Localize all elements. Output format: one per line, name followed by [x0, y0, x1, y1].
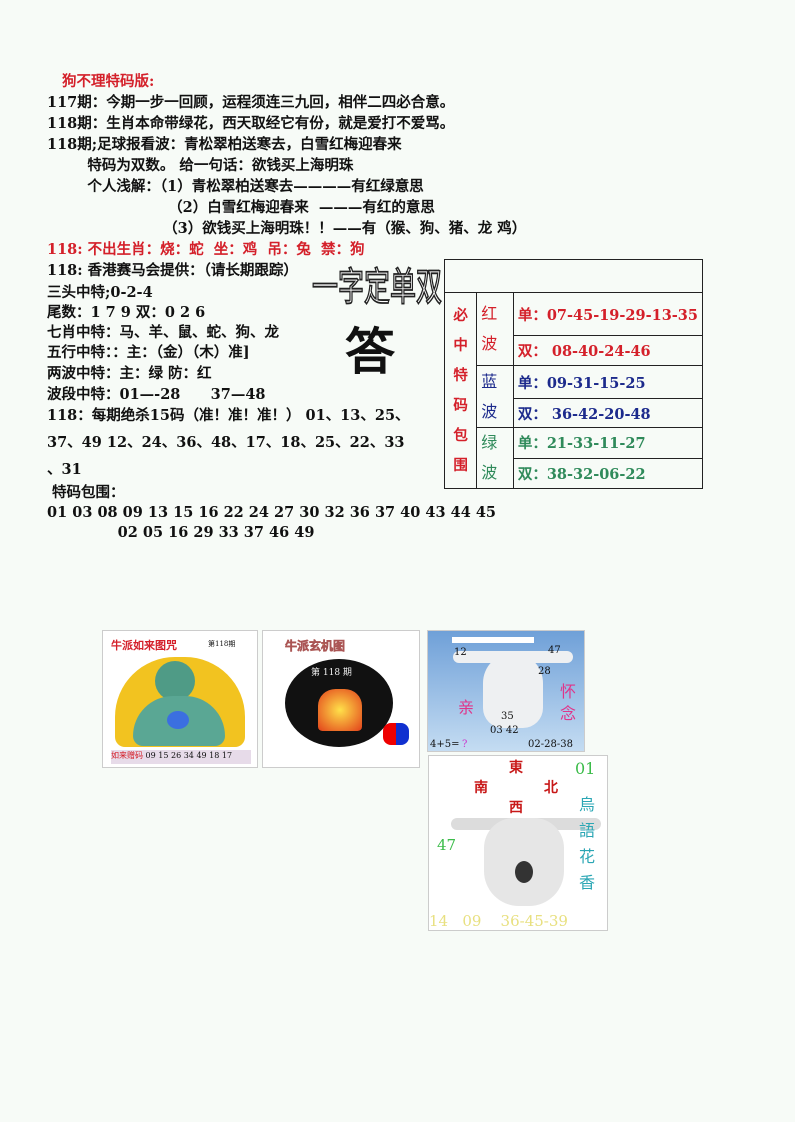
direction-north: 北: [544, 780, 558, 796]
text-line: （2）白雪红梅迎春来 ———有红的意思: [47, 199, 435, 216]
green-odd: 单：21-33-11-27: [512, 427, 704, 459]
fire-title: 牛派玄机图: [285, 639, 346, 654]
fire-icon: [318, 689, 362, 731]
direction-west: 西: [509, 800, 523, 816]
buddha-bottom-label: 如来赠码: [111, 751, 143, 760]
text-line: 个人浅解：（1）青松翠柏送寒去————有红绿意思: [47, 178, 424, 195]
text-line: 118: 香港赛马会提供：（请长期跟踪）: [47, 262, 298, 279]
orb: [167, 711, 189, 729]
green-wave-label: 绿波: [476, 427, 514, 489]
skull1-formula: 4+5=: [430, 739, 460, 750]
fire-issue: 第 118 期: [311, 668, 352, 678]
green-even: 双：38-32-06-22: [512, 457, 704, 489]
skull2-side-char: 語: [579, 821, 596, 840]
text-line: 118期;足球报看波：青松翠柏送寒去，白雪红梅迎春来: [47, 136, 402, 153]
horns: [453, 651, 573, 663]
skull1-num: 28: [538, 666, 551, 677]
text-line: 波段中特：01—-28 37—48: [47, 386, 266, 403]
text-line: 特码包围：: [47, 484, 125, 501]
skull1-num: 03 42: [490, 725, 519, 736]
skull1-char: 怀: [560, 682, 577, 701]
blue-wave-label: 蓝波: [476, 365, 514, 428]
buddha-image: 牛派如来图咒 第118期 如来赠码 09 15 26 34 49 18 17: [102, 630, 258, 768]
skull: [483, 653, 543, 728]
text-line: 118期：生肖本命带绿花，西天取经它有份，就是爱打不爱骂。: [47, 115, 455, 132]
text-line: 117期：今期一步一回顾，运程须连三九回，相伴二四必合意。: [47, 94, 455, 111]
text-line: 02 05 16 29 33 37 46 49: [47, 524, 315, 541]
side-label: 必中特码包围: [443, 292, 478, 489]
text-line: 、31: [47, 461, 82, 478]
skull2-side-char: 花: [579, 847, 596, 866]
text-line: 01 03 08 09 13 15 16 22 24 27 30 32 36 3…: [47, 504, 497, 521]
riddle-answer: 答: [345, 323, 395, 381]
page-title: 狗不理特码版:: [62, 73, 155, 90]
blue-half: [396, 723, 409, 745]
skull1-char: 念: [560, 704, 577, 723]
table-header: [444, 259, 703, 293]
skull2-top-right: 01: [575, 759, 596, 778]
skull2-left: 47: [437, 836, 457, 854]
skull2-side-char: 香: [579, 873, 596, 892]
skull1-num: 02-28-38: [528, 739, 573, 750]
nose-hole: [515, 861, 533, 883]
red-odd: 单：07-45-19-29-13-35: [512, 292, 704, 336]
red-even: 双： 08-40-24-46: [512, 335, 704, 366]
direction-east: 東: [509, 760, 523, 776]
skull1-formula-answer: ?: [462, 739, 468, 750]
text-line: 两波中特：主：绿 防：红: [47, 365, 212, 382]
text-line: 三头中特;0-2-4: [47, 284, 153, 301]
skull1-num: 35: [501, 711, 514, 722]
text-line: 特码为双数。 给一句话：欲钱买上海明珠: [47, 157, 354, 174]
white-bar: [452, 637, 534, 643]
buddha-issue: 第118期: [208, 640, 236, 648]
skull1-num: 12: [454, 647, 467, 658]
skull-image-1: 12 47 28 35 03 42 02-28-38 亲 怀 念 4+5= ?: [427, 630, 585, 752]
text-line: 七肖中特：马、羊、鼠、蛇、狗、龙: [47, 324, 279, 341]
buddha-head: [155, 661, 195, 701]
fire-image: 牛派玄机图 第 118 期: [262, 630, 420, 768]
riddle-question: 一字定单双: [311, 265, 443, 312]
skull2-bottom: 14 09 36-45-39: [429, 912, 568, 930]
text-line: 118：每期绝杀15码（准！准！准！） 01、13、25、: [47, 407, 410, 424]
blue-even: 双： 36-42-20-48: [512, 398, 704, 428]
text-line: 尾数：1 7 9 双：0 2 6: [47, 304, 206, 321]
special-code-table: 必中特码包围 红波 单：07-45-19-29-13-35 双： 08-40-2…: [443, 259, 704, 489]
text-line: （3）欲钱买上海明珠！！——有（猴、狗、猪、龙 鸡）: [47, 220, 527, 237]
direction-south: 南: [474, 780, 488, 796]
skull-image-2: 東 南 北 西 01 47 烏 語 花 香 14 09 36-45-39: [428, 755, 608, 931]
skull2-side-char: 烏: [579, 795, 596, 814]
skull1-num: 47: [548, 645, 561, 656]
text-line: 37、49 12、24、36、48、17、18、25、22、33: [47, 434, 405, 451]
forbidden-zodiac-line: 118: 不出生肖：烧：蛇 坐：鸡 吊：兔 禁：狗: [47, 241, 365, 258]
blue-odd: 单：09-31-15-25: [512, 365, 704, 399]
red-wave-label: 红波: [476, 292, 514, 366]
buddha-bottom: 如来赠码 09 15 26 34 49 18 17: [111, 750, 251, 764]
red-half: [383, 723, 396, 745]
text-line: 五行中特：：主：（金）（木）准]: [47, 344, 250, 361]
skull1-char: 亲: [458, 698, 475, 717]
buddha-title: 牛派如来图咒: [111, 639, 177, 652]
buddha-bottom-numbers: 09 15 26 34 49 18 17: [145, 751, 233, 760]
